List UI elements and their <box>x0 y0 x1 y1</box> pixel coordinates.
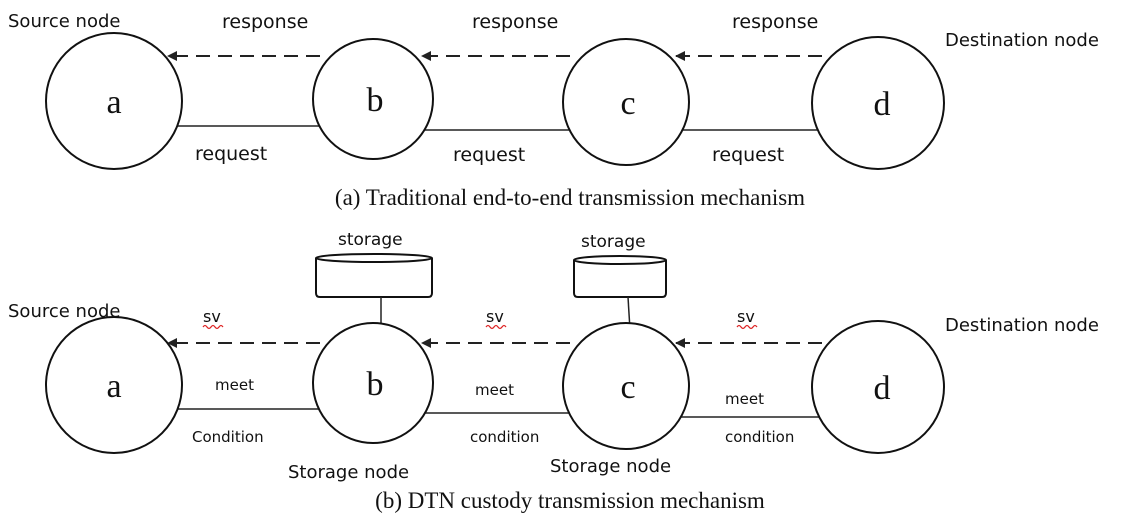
spellcheck-underline <box>736 324 758 330</box>
caption-a: (a) Traditional end-to-end transmission … <box>335 185 805 210</box>
node-a-circle <box>45 32 183 170</box>
response-label: response <box>222 11 308 33</box>
request-label: request <box>453 144 525 166</box>
node-a-circle <box>45 316 183 454</box>
request-label: request <box>195 143 267 165</box>
storage-label: storage <box>338 230 403 250</box>
node-c-circle <box>562 322 690 450</box>
node-b-circle <box>312 322 434 444</box>
node-d-label: d <box>874 370 891 407</box>
meet-label: meet <box>725 390 764 408</box>
sv-label: sv <box>737 307 755 326</box>
node-a-label: a <box>106 368 121 405</box>
destination-node-label: Destination node <box>945 315 1099 336</box>
node-d-label: d <box>874 86 891 123</box>
request-label: request <box>712 144 784 166</box>
condition-label: condition <box>470 428 539 446</box>
panel-a: a b c d Source node Destination node res… <box>8 11 1099 210</box>
node-b-label: b <box>367 366 384 403</box>
storage-cylinder-c <box>573 255 667 331</box>
node-b-label: b <box>367 82 384 119</box>
node-c-label: c <box>620 85 635 122</box>
response-label: response <box>472 11 558 33</box>
source-node-label: Source node <box>8 301 120 322</box>
node-d-circle <box>811 36 945 170</box>
panel-b: storage storage a b c d Sour <box>8 230 1099 513</box>
condition-label: Condition <box>192 428 264 446</box>
response-label: response <box>732 11 818 33</box>
spellcheck-underline <box>485 324 507 330</box>
condition-label: condition <box>725 428 794 446</box>
sv-label: sv <box>486 307 504 326</box>
meet-label: meet <box>475 381 514 399</box>
storage-node-label: Storage node <box>288 462 409 483</box>
sv-label: sv <box>203 307 221 326</box>
node-c-circle <box>562 38 690 166</box>
destination-node-label: Destination node <box>945 30 1099 51</box>
caption-b: (b) DTN custody transmission mechanism <box>375 488 765 513</box>
node-a-label: a <box>106 84 121 121</box>
meet-label: meet <box>215 376 254 394</box>
spellcheck-underline <box>202 324 224 330</box>
source-node-label: Source node <box>8 11 120 32</box>
storage-cylinder-b <box>315 253 433 328</box>
node-b-circle <box>312 38 434 160</box>
node-d-circle <box>811 320 945 454</box>
storage-node-label: Storage node <box>550 456 671 477</box>
node-c-label: c <box>620 369 635 406</box>
storage-label: storage <box>581 232 646 252</box>
